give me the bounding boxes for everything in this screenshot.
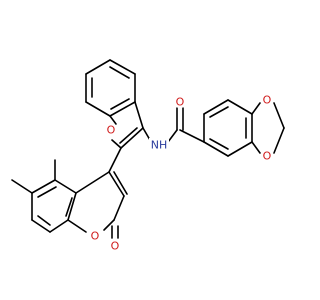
pyranone-ring-oxygen-atom: O [89,230,101,243]
coumarin-benzene-ring [31,179,77,233]
svg-text:O: O [91,230,100,243]
structure-canvas: O O NH O O O O [11,59,285,253]
methyl-groups [11,159,56,194]
molecule-structure: O O NH O O O O [11,59,285,253]
svg-text:O: O [176,96,185,109]
svg-text:NH: NH [151,139,168,152]
svg-text:O: O [107,124,116,137]
benzodioxole-benzene-ring [203,99,253,157]
atom-labels: O O NH O O O O [89,94,273,253]
coumarin-pyranone-ring [67,171,128,239]
dioxole-top-oxygen-atom: O [261,94,273,107]
amide-linkage [142,107,205,143]
dioxole-ring [251,102,285,154]
furan-ring [109,101,144,149]
svg-text:O: O [111,240,120,253]
dioxole-bottom-oxygen-atom: O [261,150,273,163]
carbonyl-oxygen-atom: O [109,240,121,253]
furan-coumarin-bond [108,147,122,173]
svg-text:O: O [263,94,272,107]
svg-text:O: O [263,150,272,163]
benzofuran-benzene-ring [85,59,136,117]
amide-oxygen-atom: O [174,96,186,109]
furan-oxygen-atom: O [105,124,117,137]
amide-nitrogen-atom: NH [149,138,169,152]
